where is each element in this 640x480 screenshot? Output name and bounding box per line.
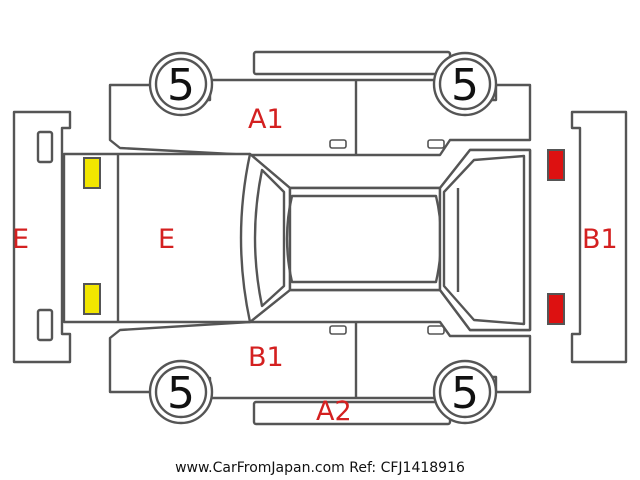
damage-code-hood: E [158, 224, 175, 255]
taillight-right [547, 293, 565, 325]
tire-rear-right: 5 [432, 359, 498, 425]
rear-window [438, 148, 532, 332]
tire-front-left: 5 [148, 51, 214, 117]
front-bumper [12, 110, 72, 364]
headlight-left [83, 157, 101, 189]
tire-front-right-score: 5 [167, 368, 195, 419]
damage-code-left-side: B1 [248, 342, 284, 373]
tire-front-right: 5 [148, 359, 214, 425]
taillight-left [547, 149, 565, 181]
windshield [239, 152, 292, 324]
tire-rear-right-score: 5 [451, 368, 479, 419]
damage-code-rear-right: A2 [316, 396, 352, 427]
tire-front-left-score: 5 [167, 60, 195, 111]
damage-code-front-bumper: E [12, 224, 29, 255]
reference-footer: www.CarFromJapan.com Ref: CFJ1418916 [175, 460, 465, 476]
tire-rear-left-score: 5 [451, 60, 479, 111]
rear-bumper [570, 110, 628, 364]
damage-code-front-left: A1 [248, 104, 284, 135]
damage-code-rear-bumper: B1 [582, 224, 618, 255]
tire-rear-left: 5 [432, 51, 498, 117]
headlight-right [83, 283, 101, 315]
roof [285, 186, 443, 292]
